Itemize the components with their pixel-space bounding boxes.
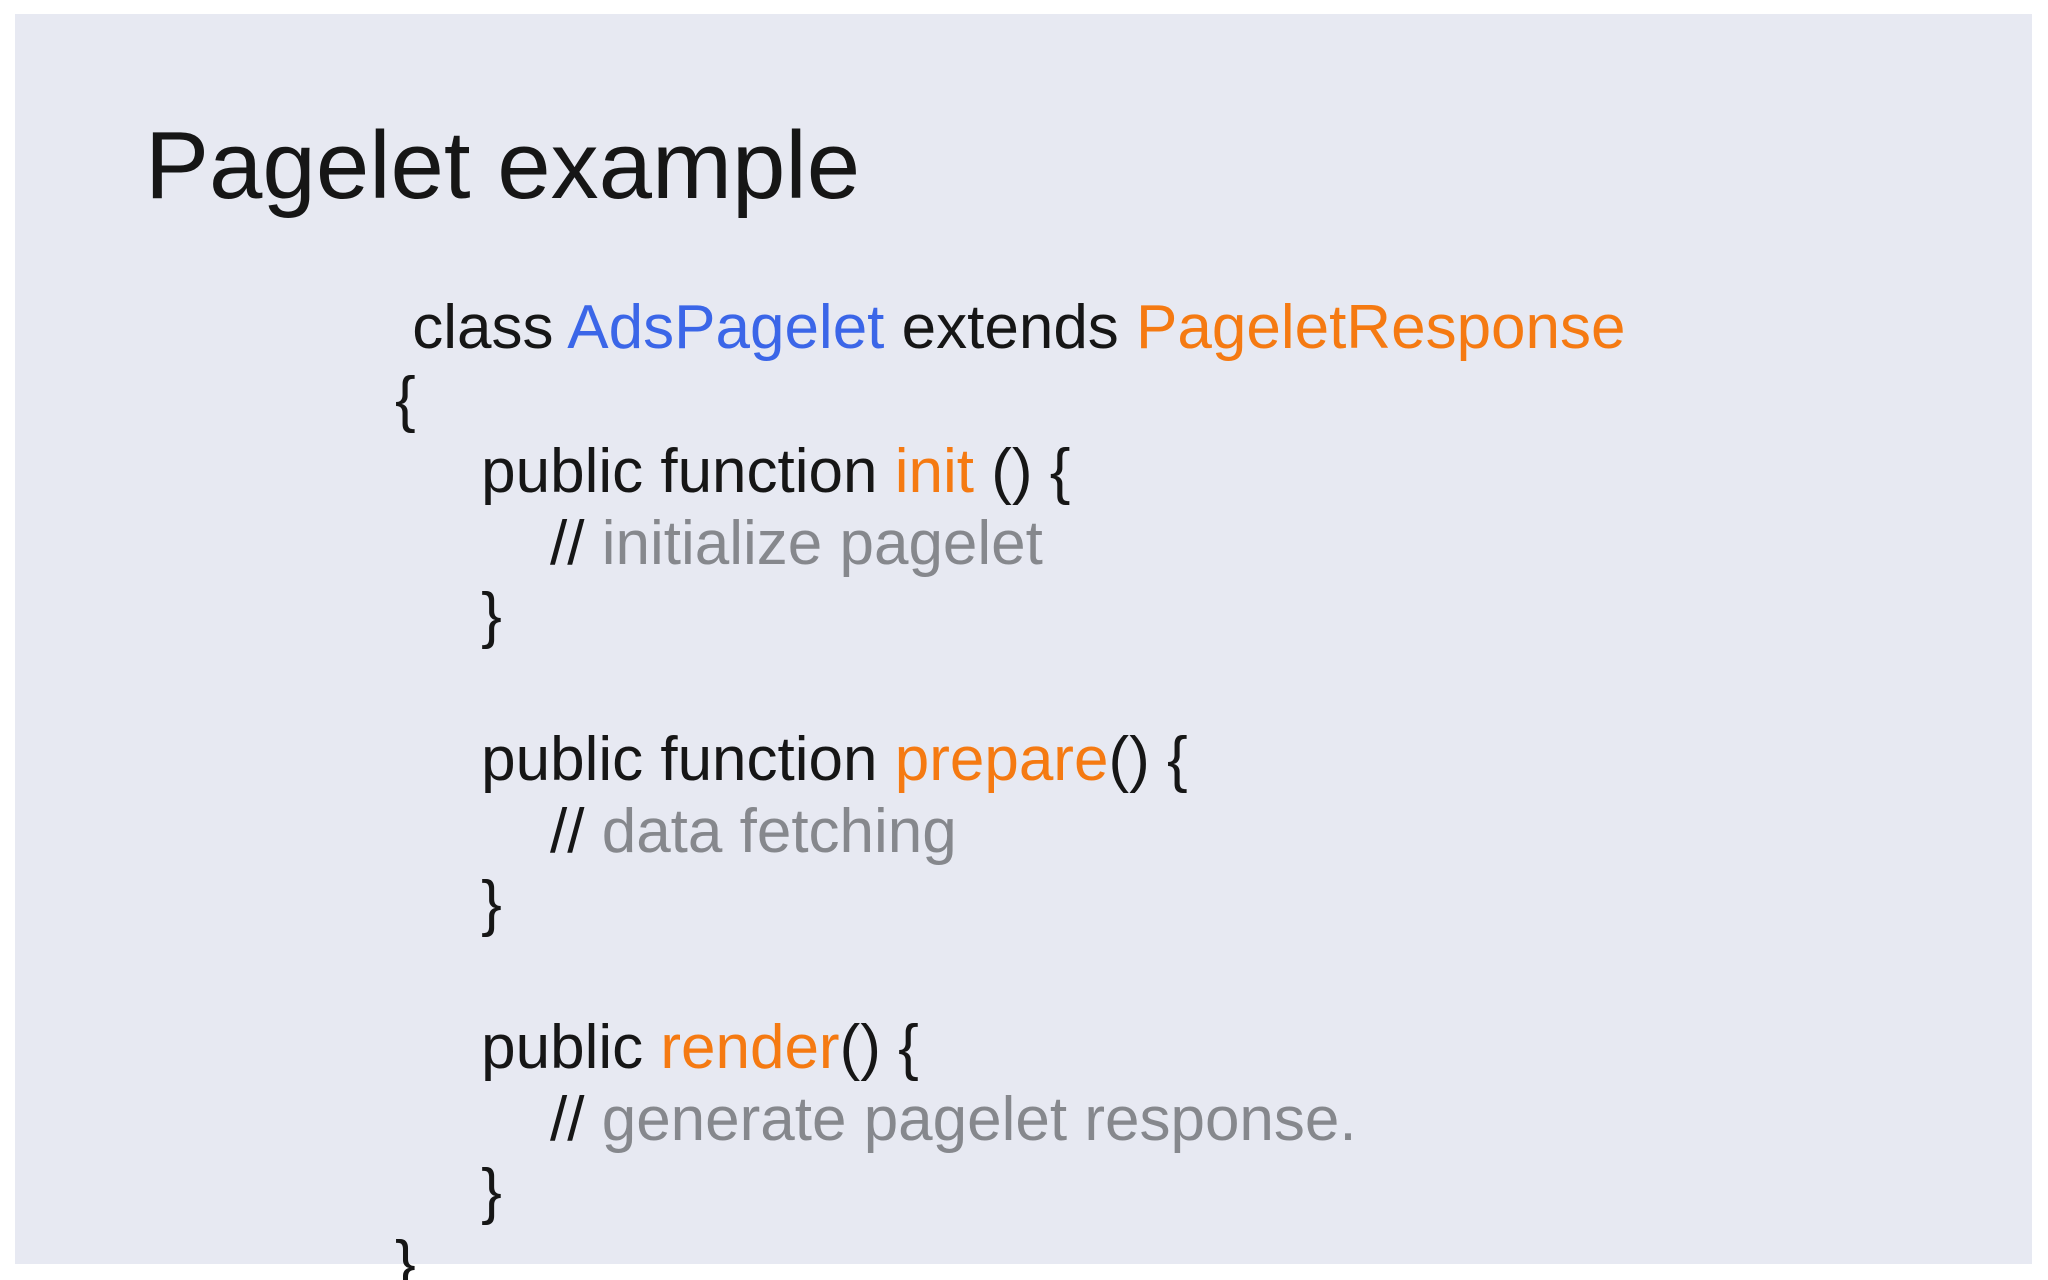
code-token: prepare [894, 725, 1109, 794]
code-token: public function [395, 437, 895, 506]
code-token: // [395, 797, 602, 866]
code-token: public function [395, 725, 895, 794]
code-line: { [395, 364, 1626, 436]
code-token: } [395, 869, 502, 938]
code-token: public [395, 1013, 661, 1082]
code-token: () { [839, 1013, 919, 1082]
code-token: { [395, 365, 416, 434]
code-token: AdsPagelet [567, 293, 885, 362]
code-line [395, 940, 1626, 1012]
code-line [395, 652, 1626, 724]
code-token: class [395, 293, 568, 362]
code-token: } [395, 1157, 502, 1226]
code-token: } [395, 581, 502, 650]
code-line: } [395, 868, 1626, 940]
code-line: } [395, 1228, 1626, 1280]
code-token: render [660, 1013, 840, 1082]
code-line: } [395, 1156, 1626, 1228]
code-token: // [395, 509, 602, 578]
code-token: PageletResponse [1136, 293, 1626, 362]
code-token: () { [974, 437, 1071, 506]
code-line: public function prepare() { [395, 724, 1626, 796]
presentation-slide: Pagelet example class AdsPagelet extends… [15, 14, 2032, 1280]
code-token: () { [1108, 725, 1188, 794]
code-line: // initialize pagelet [395, 508, 1626, 580]
code-token: data fetching [601, 797, 957, 866]
slide-title: Pagelet example [145, 112, 861, 219]
code-line: public function init () { [395, 436, 1626, 508]
code-token: generate pagelet response. [601, 1085, 1357, 1154]
code-line: // data fetching [395, 796, 1626, 868]
code-block: class AdsPagelet extends PageletResponse… [395, 292, 1626, 1280]
code-line: class AdsPagelet extends PageletResponse [395, 292, 1626, 364]
code-line: // generate pagelet response. [395, 1084, 1626, 1156]
code-token: initialize pagelet [601, 509, 1043, 578]
code-line: public render() { [395, 1012, 1626, 1084]
code-token: // [395, 1085, 602, 1154]
code-line: } [395, 580, 1626, 652]
code-token: } [395, 1229, 416, 1280]
code-token: extends [884, 293, 1137, 362]
code-token: init [894, 437, 974, 506]
